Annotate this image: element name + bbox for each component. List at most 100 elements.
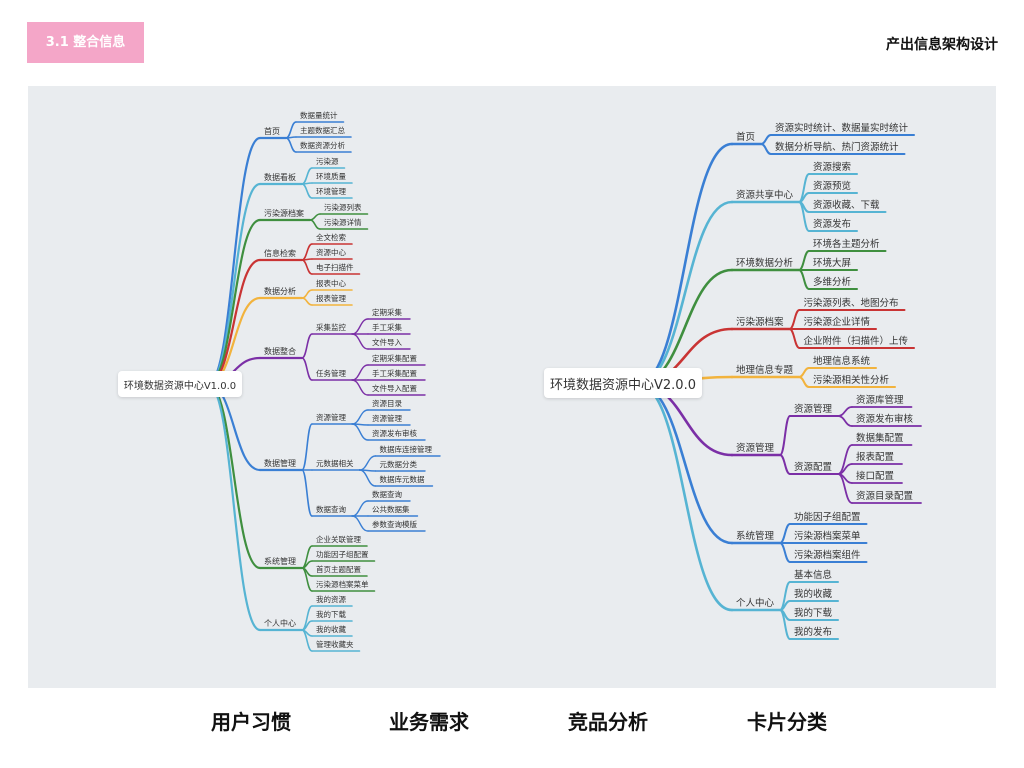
grandchild-label: 手工采集配置	[372, 368, 417, 378]
child-label: 资源发布	[813, 218, 851, 230]
child-connector	[779, 542, 791, 563]
grandchild-label: 参数查询模版	[372, 519, 417, 529]
branch-label: 数据看板	[264, 172, 296, 182]
child-connector	[798, 201, 810, 232]
child-label: 环境管理	[316, 186, 346, 196]
grandchild-connector	[358, 455, 377, 471]
child-connector	[301, 297, 313, 306]
footer-labels: 用户习惯 业务需求 竞品分析 卡片分类	[0, 706, 1024, 742]
mindmap-canvas: 首页数据量统计主题数据汇总数据资源分析数据看板污染源环境质量环境管理污染源档案污…	[206, 110, 922, 652]
branch-label: 信息检索	[264, 248, 296, 258]
child-connector	[779, 523, 791, 544]
child-connector	[301, 183, 313, 199]
child-connector	[301, 423, 313, 471]
grandchild-connector	[358, 469, 377, 487]
child-label: 全文检索	[316, 232, 346, 242]
grandchild-label: 数据库连接管理	[380, 444, 433, 454]
page-title: 产出信息架构设计	[886, 37, 998, 53]
grandchild-label: 数据查询	[372, 489, 402, 499]
grandchild-connector	[837, 406, 853, 417]
grandchild-label: 文件导入	[372, 337, 402, 347]
branch-label: 数据整合	[264, 346, 296, 356]
child-label: 基本信息	[794, 569, 832, 581]
grandchild-label: 资源发布审核	[372, 428, 417, 438]
child-label: 污染源列表、地图分布	[804, 297, 899, 309]
child-connector	[301, 289, 313, 299]
child-label: 资源管理	[794, 403, 833, 415]
grandchild-connector	[837, 473, 853, 504]
grandchild-label: 资源管理	[372, 413, 402, 423]
branch-connector	[206, 182, 262, 386]
child-label: 我的收藏	[316, 624, 346, 634]
child-label: 功能因子组配置	[316, 549, 369, 559]
child-connector	[301, 167, 313, 185]
child-connector	[798, 367, 810, 378]
child-label: 我的下载	[794, 607, 833, 619]
child-label: 数据查询	[316, 504, 346, 514]
child-connector	[798, 250, 810, 271]
child-connector	[798, 269, 810, 290]
grandchild-connector	[351, 409, 369, 425]
branch-label: 系统管理	[264, 556, 296, 566]
grandchild-label: 资源库管理	[856, 394, 904, 406]
branch-label: 污染源档案	[264, 208, 304, 218]
grandchild-connector	[351, 500, 369, 517]
child-label: 我的收藏	[794, 588, 833, 600]
child-label: 我的发布	[794, 626, 832, 638]
grandchild-label: 数据库元数据	[380, 474, 425, 484]
child-label: 任务管理	[316, 368, 346, 378]
child-label: 污染源	[316, 156, 339, 166]
child-connector	[309, 213, 321, 221]
branch-connector	[636, 382, 734, 545]
branch-label: 资源共享中心	[736, 189, 794, 201]
child-label: 管理收藏夹	[316, 639, 354, 649]
child-connector	[798, 376, 810, 388]
branch-label: 首页	[736, 131, 755, 143]
child-label: 主题数据汇总	[300, 125, 345, 135]
grandchild-label: 资源发布审核	[856, 413, 914, 425]
child-label: 污染源档案菜单	[794, 530, 861, 542]
child-label: 资源收藏、下载	[813, 199, 880, 211]
child-label: 数据资源分析	[300, 140, 345, 150]
child-connector	[301, 469, 313, 517]
grandchild-label: 定期采集配置	[372, 353, 417, 363]
footer-item-user-habits: 用户习惯	[211, 710, 291, 734]
child-label: 资源搜索	[813, 161, 851, 173]
child-label: 资源管理	[316, 412, 346, 422]
grandchild-label: 资源目录	[372, 398, 402, 408]
child-label: 污染源详情	[324, 217, 362, 227]
child-label: 报表管理	[316, 293, 346, 303]
grandchild-connector	[351, 379, 369, 396]
child-connector	[301, 567, 313, 592]
grandchild-label: 公共数据集	[372, 504, 410, 514]
child-connector	[301, 243, 313, 261]
child-label: 地理信息系统	[813, 355, 871, 367]
child-connector	[760, 134, 772, 145]
child-label: 污染源企业详情	[804, 316, 871, 328]
child-label: 污染源列表	[324, 202, 362, 212]
child-connector	[309, 219, 321, 230]
child-label: 元数据相关	[316, 458, 354, 468]
grandchild-label: 资源目录配置	[856, 491, 913, 502]
child-label: 数据分析导航、热门资源统计	[775, 141, 899, 153]
child-label: 首页主题配置	[316, 564, 361, 574]
branch-connector	[206, 136, 262, 386]
grandchild-connector	[351, 318, 369, 335]
grandchild-label: 文件导入配置	[372, 383, 417, 393]
branch-label: 个人中心	[264, 618, 296, 628]
branch-label: 个人中心	[736, 597, 775, 609]
child-label: 我的下载	[316, 609, 346, 619]
child-connector	[301, 259, 313, 275]
child-label: 电子扫描件	[316, 262, 354, 272]
footer-item-competitor-analysis: 竞品分析	[568, 710, 648, 734]
mindmap-panel: 首页数据量统计主题数据汇总数据资源分析数据看板污染源环境质量环境管理污染源档案污…	[28, 86, 996, 688]
child-label: 环境大屏	[813, 257, 851, 269]
child-connector	[788, 328, 801, 349]
child-connector	[798, 192, 810, 203]
grandchild-connector	[351, 423, 369, 441]
child-connector	[788, 309, 801, 330]
child-label: 企业关联管理	[316, 534, 361, 544]
grandchild-label: 手工采集	[372, 322, 402, 332]
child-connector	[779, 600, 791, 611]
branch-label: 资源管理	[736, 442, 775, 454]
